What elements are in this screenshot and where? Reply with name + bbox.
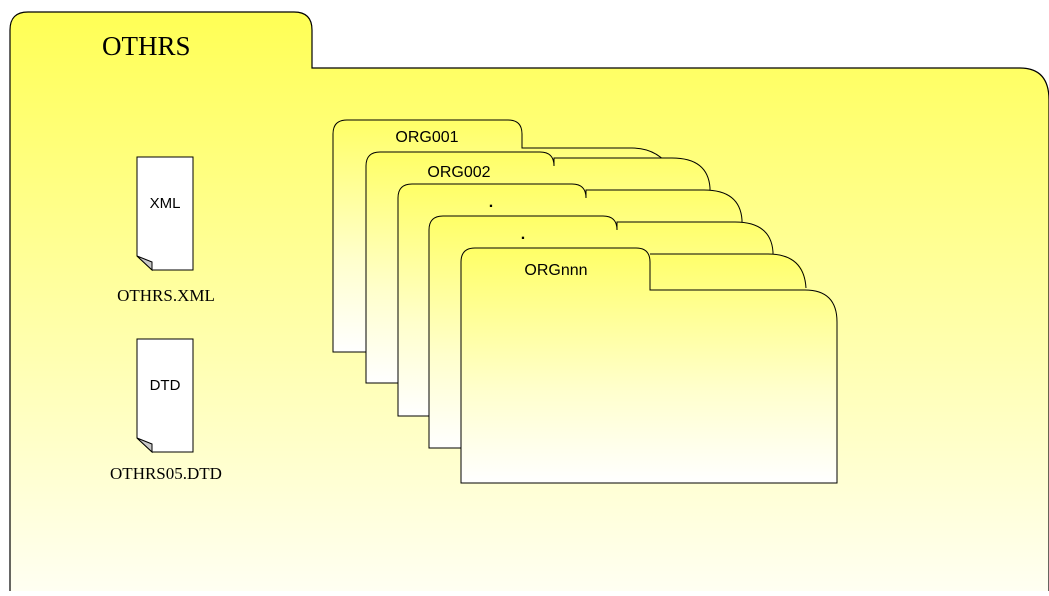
sub-folder-label: ORG001: [395, 129, 458, 146]
sub-folder-label: .: [489, 194, 493, 211]
xml-file-caption: OTHRS.XML: [117, 286, 215, 305]
sub-folder-label: .: [521, 226, 525, 243]
sub-folder-label: ORGnnn: [524, 262, 587, 279]
sub-folder-orgnnn: ORGnnn: [460, 247, 838, 484]
dtd-file-caption: OTHRS05.DTD: [110, 464, 222, 483]
sub-folder-label: ORG002: [427, 164, 490, 181]
dtd-file-icon: DTD: [136, 338, 194, 454]
dtd-icon-label: DTD: [150, 377, 181, 394]
xml-icon-label: XML: [150, 195, 181, 212]
main-folder-tab-label: OTHRS: [102, 31, 191, 61]
xml-file-icon: XML: [136, 156, 194, 272]
